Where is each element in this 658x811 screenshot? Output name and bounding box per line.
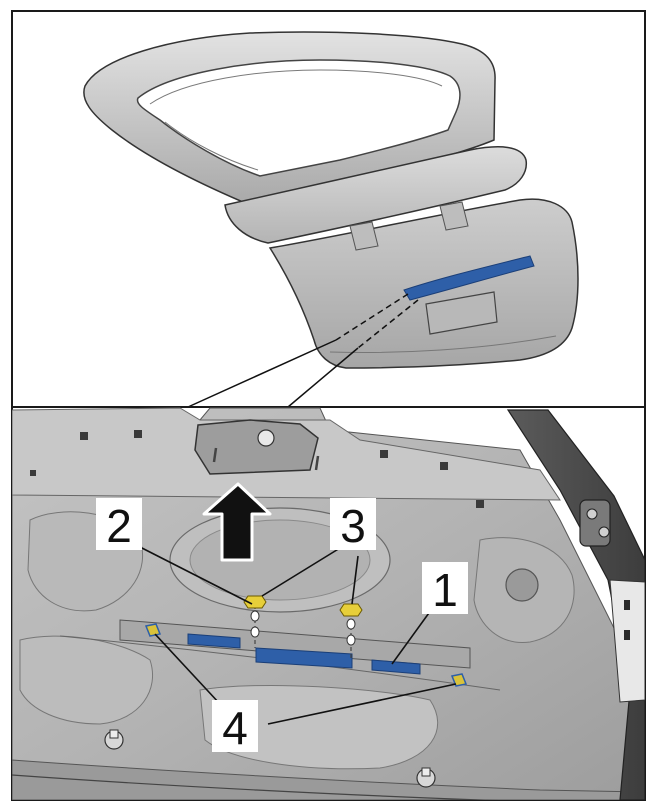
callout-box bbox=[96, 498, 142, 550]
nut-pair bbox=[243, 595, 363, 660]
callout-box bbox=[422, 562, 468, 614]
leader-line-dashed-2 bbox=[357, 299, 419, 349]
bottom-sill bbox=[12, 759, 645, 800]
hole bbox=[30, 470, 36, 476]
right-boss bbox=[505, 568, 539, 602]
rim-detail-left bbox=[164, 121, 259, 171]
leader-line-solid-1 bbox=[187, 339, 337, 408]
bracket-hole bbox=[257, 429, 275, 447]
hole bbox=[624, 600, 630, 610]
leader-4a bbox=[154, 633, 221, 705]
callout-box bbox=[330, 498, 376, 550]
tailgate-inner-detail bbox=[12, 407, 645, 800]
glass-opening bbox=[136, 59, 461, 177]
bottom-sill-edge bbox=[12, 774, 499, 800]
hole bbox=[440, 462, 448, 470]
top-panel bbox=[11, 10, 646, 408]
blue-pad-left bbox=[187, 633, 241, 649]
hole bbox=[380, 450, 388, 458]
callout-label: 2 bbox=[106, 500, 132, 552]
clip-left bbox=[144, 623, 162, 637]
leader-4b bbox=[267, 683, 457, 725]
blue-strip-exterior bbox=[403, 255, 535, 301]
callout-4: 4 bbox=[212, 700, 258, 754]
hole bbox=[80, 432, 88, 440]
leader-1 bbox=[391, 605, 435, 665]
right-glass-edge bbox=[609, 579, 645, 703]
nut-right bbox=[339, 603, 363, 617]
panel-bottom-edge bbox=[329, 335, 557, 353]
callout-2: 2 bbox=[96, 498, 142, 552]
hinge-detail-1 bbox=[349, 221, 379, 251]
clip-pair bbox=[144, 623, 468, 687]
callout-label: 4 bbox=[222, 702, 248, 754]
callout-1: 1 bbox=[422, 562, 468, 616]
callout-label: 3 bbox=[340, 500, 366, 552]
leader-line-dashed-1 bbox=[335, 293, 409, 341]
center-bracket bbox=[194, 419, 319, 475]
callout-leaders bbox=[137, 545, 457, 725]
leader-line-solid-2 bbox=[287, 347, 359, 408]
stud-right bbox=[314, 455, 320, 471]
lower-recess bbox=[199, 684, 439, 770]
stud-left bbox=[212, 447, 218, 463]
bottom-clip-right bbox=[416, 767, 436, 788]
leader-3a bbox=[261, 547, 341, 597]
callout-3: 3 bbox=[330, 498, 376, 552]
callout-label: 1 bbox=[432, 564, 458, 616]
hinge-detail-2 bbox=[439, 201, 469, 231]
clip-right bbox=[450, 673, 468, 687]
tailgate-exterior bbox=[83, 31, 579, 408]
hole bbox=[476, 500, 484, 508]
bottom-panel: 2 3 1 4 bbox=[11, 406, 646, 801]
spoiler-band bbox=[224, 146, 528, 244]
up-arrow-icon bbox=[202, 482, 272, 562]
blue-pad-center bbox=[255, 647, 353, 669]
hole bbox=[134, 430, 142, 438]
leader-2 bbox=[137, 545, 253, 605]
license-plate-recess bbox=[425, 291, 498, 335]
rim-detail-top bbox=[149, 69, 443, 105]
pillar-hinge bbox=[579, 499, 611, 547]
leader-3b bbox=[351, 555, 359, 605]
hole bbox=[624, 630, 630, 640]
callout-box bbox=[212, 700, 258, 752]
bottom-clip-left bbox=[104, 729, 124, 750]
blue-pad-right bbox=[371, 659, 421, 675]
